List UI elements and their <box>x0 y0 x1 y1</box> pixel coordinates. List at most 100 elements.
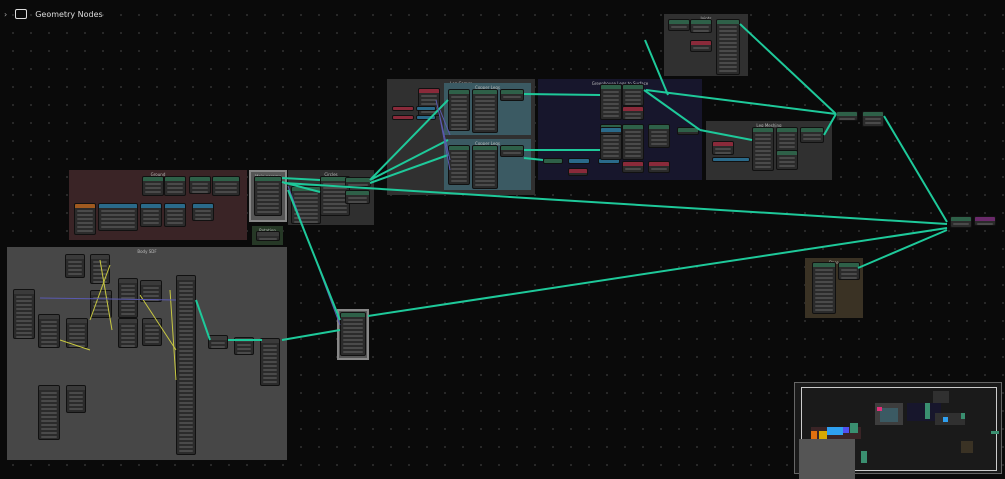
node-socket-row[interactable] <box>779 138 795 140</box>
node-socket-row[interactable] <box>815 269 833 271</box>
node-socket-row[interactable] <box>257 187 279 189</box>
node-socket-row[interactable] <box>263 381 277 383</box>
node-socket-row[interactable] <box>16 304 32 306</box>
node[interactable] <box>600 127 622 135</box>
node-socket-row[interactable] <box>294 217 318 219</box>
node-socket-row[interactable] <box>625 168 641 170</box>
node[interactable] <box>189 176 211 194</box>
node[interactable] <box>836 111 858 121</box>
node-socket-row[interactable] <box>192 191 208 193</box>
node-socket-row[interactable] <box>475 100 495 102</box>
node-socket-row[interactable] <box>719 46 737 48</box>
node-socket-row[interactable] <box>719 66 737 68</box>
node-header[interactable] <box>39 315 59 319</box>
node-header[interactable] <box>141 204 161 208</box>
node-socket-row[interactable] <box>179 370 193 372</box>
node[interactable] <box>472 89 498 133</box>
node-socket-row[interactable] <box>841 269 857 271</box>
node[interactable] <box>38 314 60 348</box>
node[interactable] <box>118 318 138 348</box>
node-socket-row[interactable] <box>215 183 237 185</box>
node-socket-row[interactable] <box>179 350 193 352</box>
node-socket-row[interactable] <box>475 116 495 118</box>
node-socket-row[interactable] <box>263 377 277 379</box>
node-socket-row[interactable] <box>69 400 83 402</box>
node-socket-row[interactable] <box>779 142 795 144</box>
node-socket-row[interactable] <box>179 366 193 368</box>
node-socket-row[interactable] <box>121 297 135 299</box>
node[interactable] <box>140 203 162 227</box>
node[interactable] <box>416 115 436 120</box>
node-socket-row[interactable] <box>451 116 467 118</box>
node-socket-row[interactable] <box>179 318 193 320</box>
node[interactable] <box>392 115 414 120</box>
node-socket-row[interactable] <box>451 96 467 98</box>
node-socket-row[interactable] <box>143 222 159 224</box>
node-socket-row[interactable] <box>41 392 57 394</box>
node-header[interactable] <box>473 90 497 94</box>
minimap[interactable] <box>794 382 1002 479</box>
node-socket-row[interactable] <box>603 143 619 145</box>
node-socket-row[interactable] <box>77 226 93 228</box>
node-socket-row[interactable] <box>179 374 193 376</box>
node-socket-row[interactable] <box>451 180 467 182</box>
node-socket-row[interactable] <box>179 422 193 424</box>
node-socket-row[interactable] <box>167 183 183 185</box>
node-socket-row[interactable] <box>475 124 495 126</box>
node-socket-row[interactable] <box>603 107 619 109</box>
node-socket-row[interactable] <box>145 341 159 343</box>
node-socket-row[interactable] <box>779 146 795 148</box>
node-socket-row[interactable] <box>16 324 32 326</box>
node-header[interactable] <box>473 146 497 150</box>
node[interactable] <box>98 203 138 231</box>
node[interactable] <box>712 157 750 162</box>
node-header[interactable] <box>143 319 161 323</box>
node-socket-row[interactable] <box>179 322 193 324</box>
node-socket-row[interactable] <box>719 42 737 44</box>
node-socket-row[interactable] <box>16 328 32 330</box>
node-socket-row[interactable] <box>69 333 85 335</box>
node-socket-row[interactable] <box>167 210 183 212</box>
node[interactable] <box>568 158 590 164</box>
node[interactable] <box>690 19 712 33</box>
node-socket-row[interactable] <box>143 287 159 289</box>
node-header[interactable] <box>649 125 669 129</box>
node-socket-row[interactable] <box>841 273 857 275</box>
node-socket-row[interactable] <box>16 296 32 298</box>
node-socket-row[interactable] <box>475 96 495 98</box>
node-socket-row[interactable] <box>715 148 731 150</box>
node-socket-row[interactable] <box>121 345 135 347</box>
node-socket-row[interactable] <box>179 418 193 420</box>
node-header[interactable] <box>66 255 84 259</box>
node-socket-row[interactable] <box>16 336 32 338</box>
node-socket-row[interactable] <box>451 112 467 114</box>
node-socket-row[interactable] <box>179 430 193 432</box>
node-socket-row[interactable] <box>719 38 737 40</box>
node[interactable] <box>448 145 470 185</box>
node-header[interactable] <box>193 204 213 208</box>
node-socket-row[interactable] <box>815 277 833 279</box>
node-socket-row[interactable] <box>815 285 833 287</box>
node-socket-row[interactable] <box>257 195 279 197</box>
node-socket-row[interactable] <box>16 332 32 334</box>
node-socket-row[interactable] <box>215 191 237 193</box>
node-socket-row[interactable] <box>451 100 467 102</box>
node-socket-row[interactable] <box>77 214 93 216</box>
node-header[interactable] <box>691 20 711 24</box>
node-socket-row[interactable] <box>121 329 135 331</box>
node-socket-row[interactable] <box>167 222 183 224</box>
node-header[interactable] <box>601 128 621 132</box>
node[interactable] <box>862 111 884 127</box>
node-header[interactable] <box>501 146 523 150</box>
node-socket-row[interactable] <box>503 152 521 154</box>
node-header[interactable] <box>713 142 733 146</box>
node-socket-row[interactable] <box>719 62 737 64</box>
node-socket-row[interactable] <box>294 193 318 195</box>
node-socket-row[interactable] <box>451 108 467 110</box>
node-socket-row[interactable] <box>815 301 833 303</box>
node-socket-row[interactable] <box>603 151 619 153</box>
node-socket-row[interactable] <box>715 152 731 154</box>
node-socket-row[interactable] <box>179 386 193 388</box>
node-socket-row[interactable] <box>815 281 833 283</box>
node-socket-row[interactable] <box>603 91 619 93</box>
